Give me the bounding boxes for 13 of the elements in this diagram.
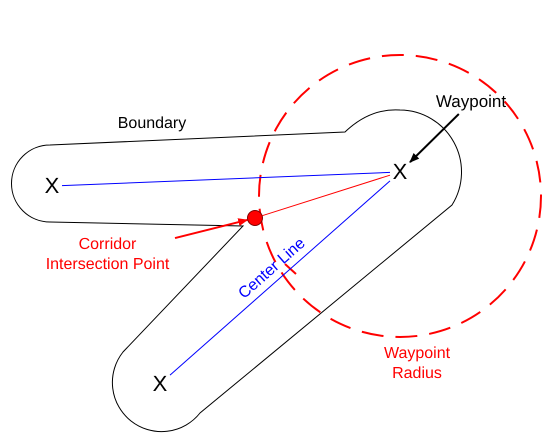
point-marker: X: [42, 174, 62, 198]
connector-line: [62, 172, 390, 186]
radius-label: Waypoint Radius: [382, 344, 452, 384]
boundary-label: Boundary: [116, 114, 188, 134]
leader-arrow: [174, 218, 248, 240]
point-marker: X: [150, 372, 170, 396]
connector-line: [262, 174, 390, 216]
leader-arrow: [409, 113, 460, 163]
leader-label: Waypoint: [432, 90, 510, 114]
connector-line: [170, 180, 390, 376]
waypoint-marker: X: [390, 160, 410, 184]
callout-label: Corridor Intersection Point: [40, 232, 175, 278]
intersection-dot: [247, 210, 263, 226]
